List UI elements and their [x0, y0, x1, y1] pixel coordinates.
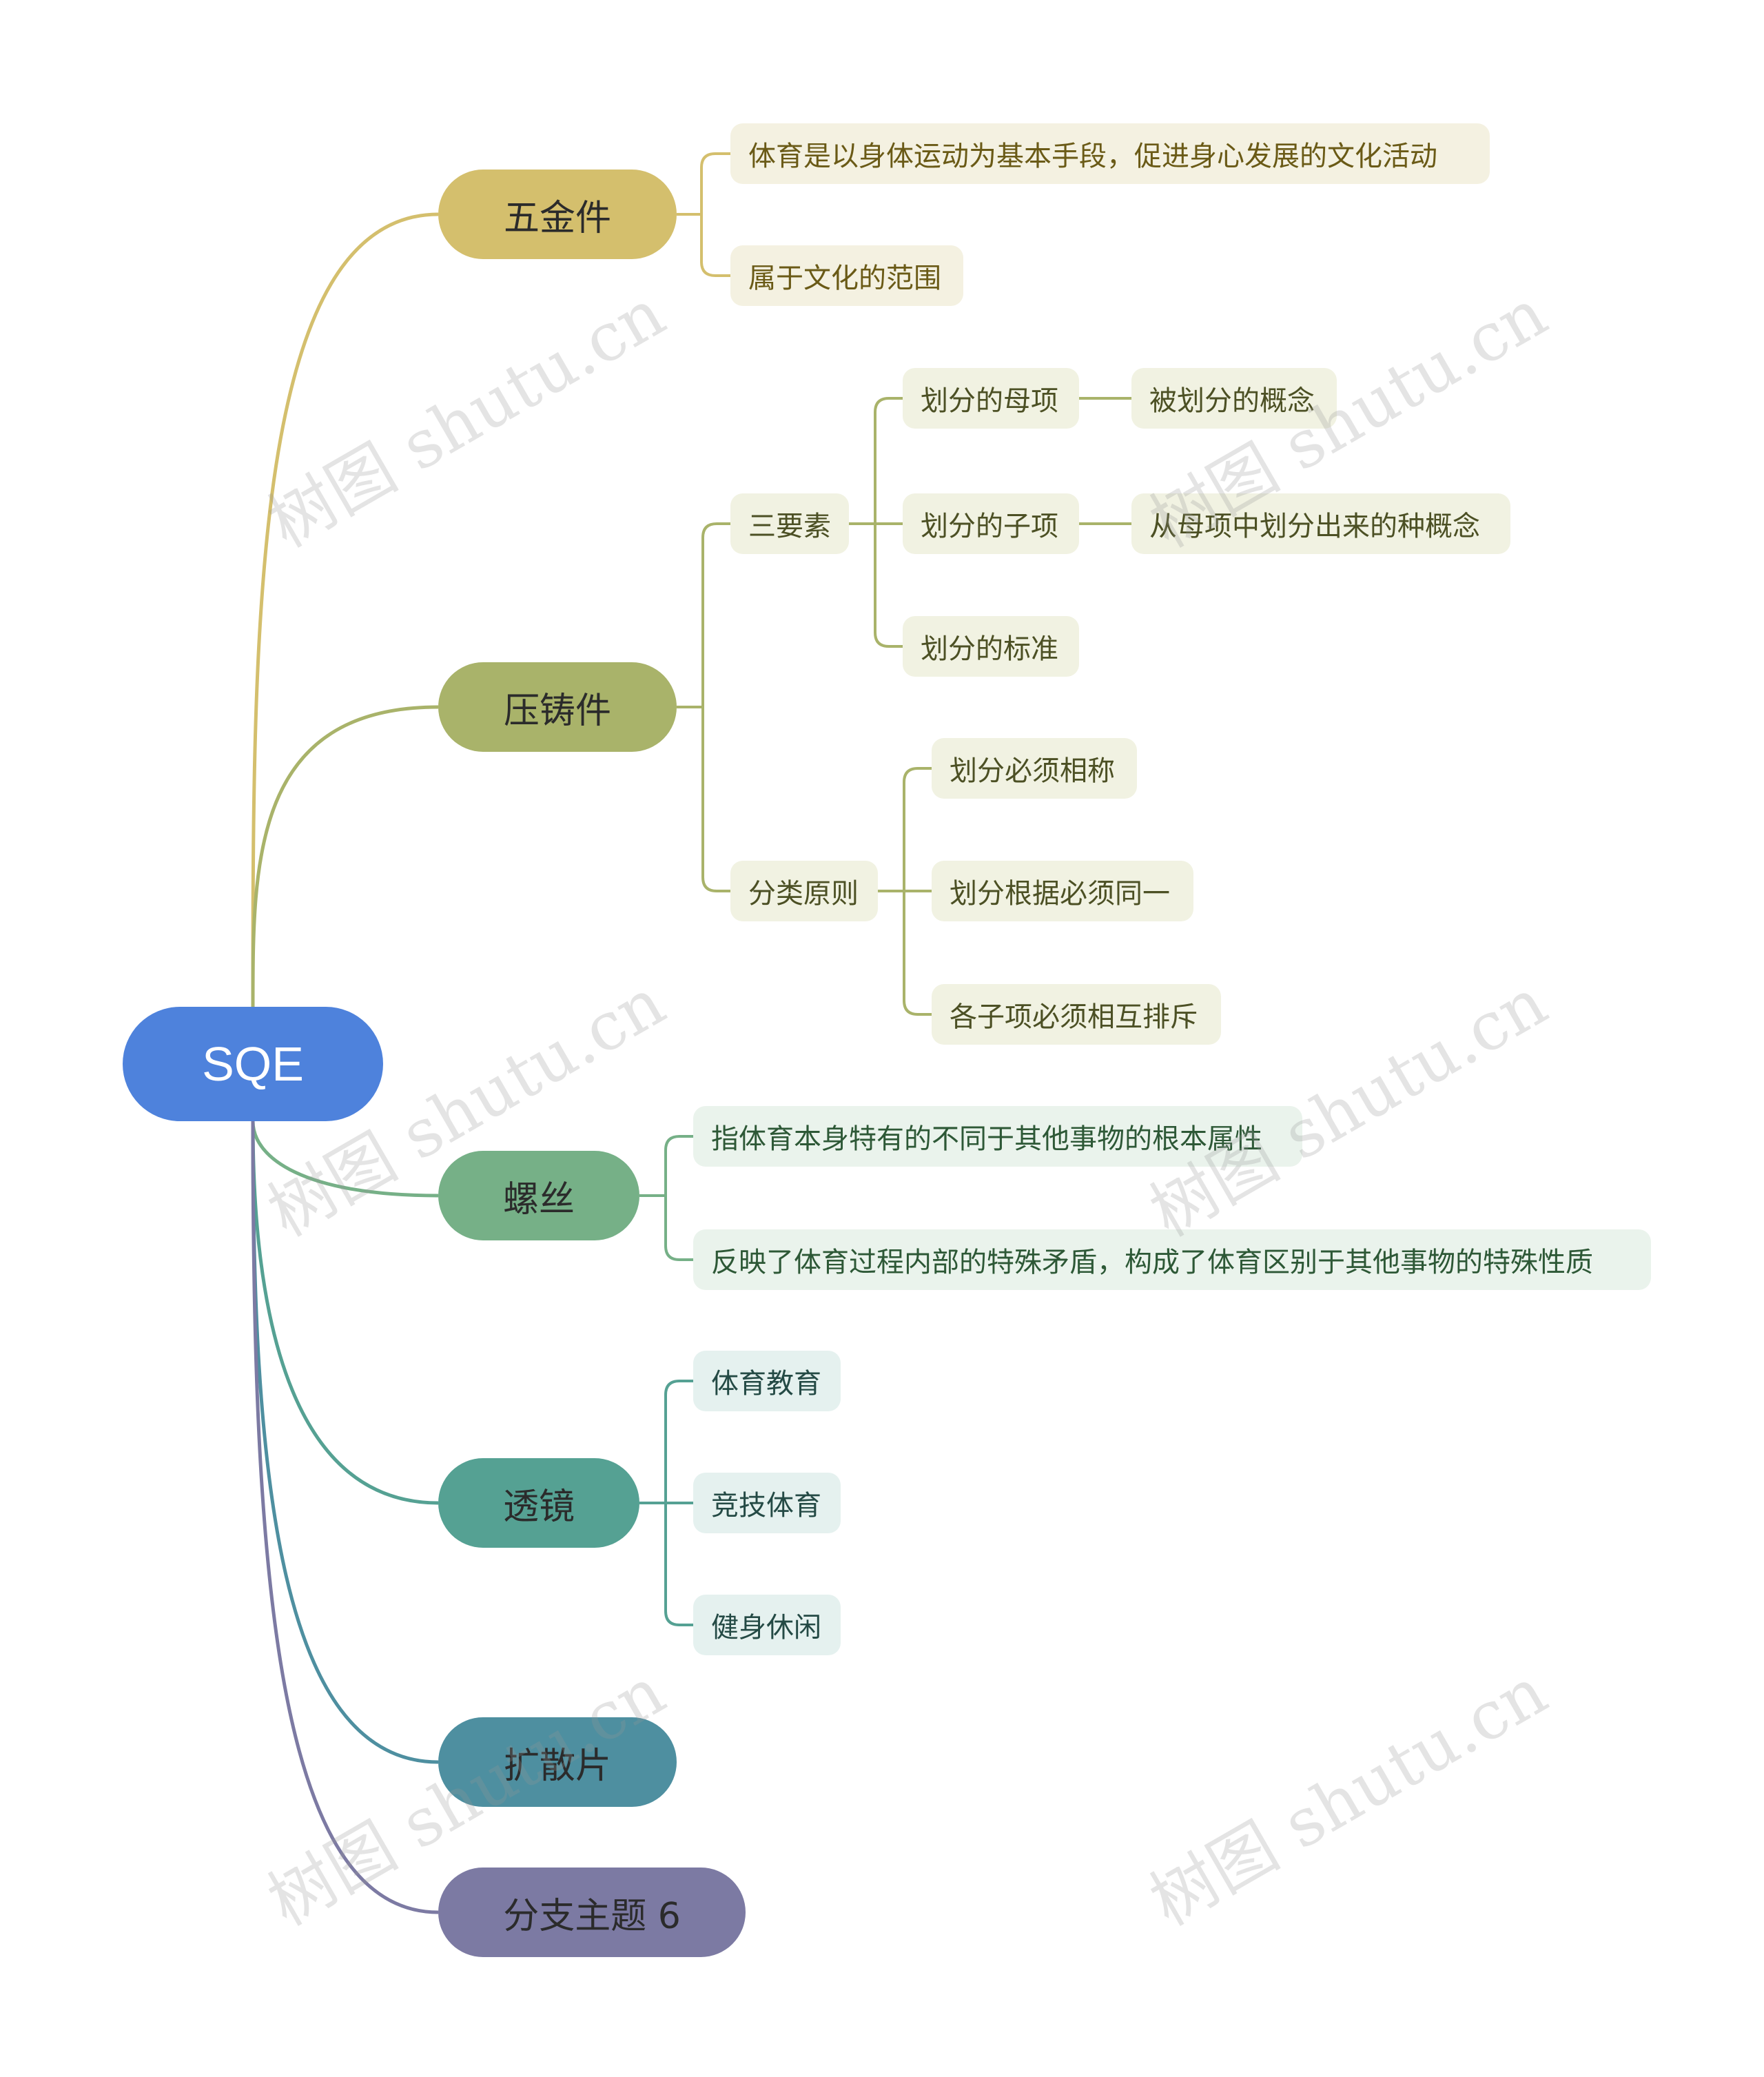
rule-item-2[interactable]: 划分根据必须同一: [932, 861, 1193, 921]
branch-topic-5[interactable]: 扩散片: [438, 1717, 677, 1807]
branch-topic-1[interactable]: 五金件: [438, 170, 677, 259]
subtopic-zi-xiang-detail[interactable]: 从母项中划分出来的种概念: [1131, 493, 1510, 554]
link-root-branch-6: [251, 1121, 439, 1914]
leaf-topic-3-2[interactable]: 反映了体育过程内部的特殊矛盾，构成了体育区别于其他事物的特殊性质: [693, 1229, 1651, 1290]
links-branch-1: [677, 152, 730, 277]
rule-item-3[interactable]: 各子项必须相互排斥: [932, 984, 1221, 1045]
leaf-topic-4-1[interactable]: 体育教育: [693, 1351, 841, 1411]
branch-topic-2[interactable]: 压铸件: [438, 662, 677, 752]
link-root-branch-4: [251, 1121, 439, 1505]
rule-item-1[interactable]: 划分必须相称: [932, 738, 1137, 799]
branch-topic-4[interactable]: 透镜: [438, 1458, 639, 1548]
subtopic-mu-xiang-detail[interactable]: 被划分的概念: [1131, 368, 1337, 429]
link-root-branch-2: [251, 705, 439, 1007]
leaf-topic-1-2[interactable]: 属于文化的范围: [730, 245, 963, 306]
leaf-topic-4-3[interactable]: 健身休闲: [693, 1595, 841, 1655]
root-topic[interactable]: SQE: [123, 1007, 383, 1121]
subtopic-fenlei-yuanze[interactable]: 分类原则: [730, 861, 878, 921]
leaf-topic-4-2[interactable]: 竞技体育: [693, 1473, 841, 1533]
leaf-topic-3-1[interactable]: 指体育本身特有的不同于其他事物的根本属性: [693, 1106, 1302, 1167]
link-root-branch-3: [251, 1121, 439, 1198]
link-root-branch-1: [251, 212, 439, 1007]
branch-topic-3[interactable]: 螺丝: [438, 1151, 639, 1240]
subtopic-sanyaosu[interactable]: 三要素: [730, 493, 849, 554]
subtopic-zi-xiang[interactable]: 划分的子项: [903, 493, 1079, 554]
branch-topic-6[interactable]: 分支主题 6: [438, 1868, 746, 1957]
links-branch-2: [677, 397, 1131, 1016]
subtopic-biao-zhun[interactable]: 划分的标准: [903, 616, 1079, 677]
subtopic-mu-xiang[interactable]: 划分的母项: [903, 368, 1079, 429]
links-branch-4: [639, 1380, 693, 1626]
links-branch-3: [639, 1135, 693, 1261]
leaf-topic-1-1[interactable]: 体育是以身体运动为基本手段，促进身心发展的文化活动: [730, 123, 1490, 184]
